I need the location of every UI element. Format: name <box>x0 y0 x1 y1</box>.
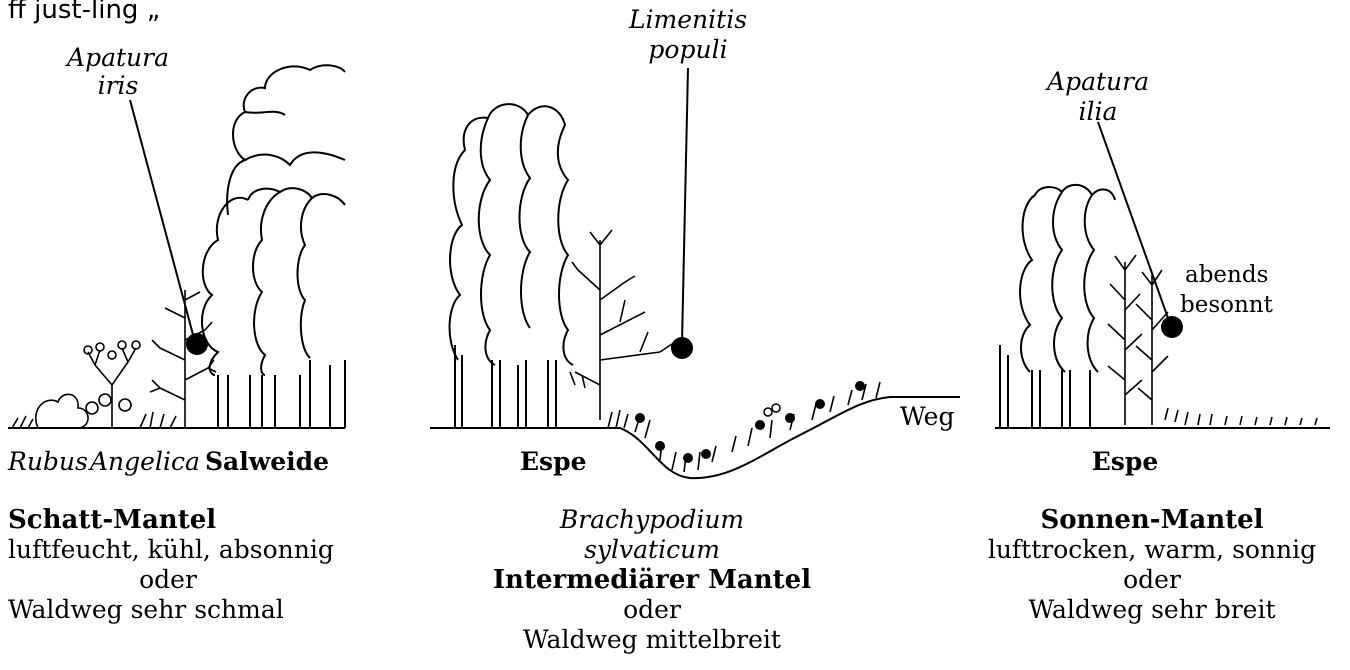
species-name-line1: Apatura <box>1045 67 1149 96</box>
mantle-description-line3: Waldweg sehr breit <box>1029 595 1276 624</box>
species-name-line2: populi <box>648 35 727 64</box>
mantle-description-line1: oder <box>623 595 681 624</box>
top-text-fragment: ff just-ling „ <box>8 0 160 25</box>
tree-trunks-right <box>1000 345 1090 428</box>
species-name-line2: ilia <box>1079 97 1118 126</box>
panel-sonnen-mantel: Apatura ilia abends besonnt Espe Sonnen-… <box>988 67 1330 624</box>
mantle-title: Schatt-Mantel <box>8 505 216 535</box>
angelica-plant <box>84 341 140 428</box>
mantle-description-line1: lufttrocken, warm, sonnig <box>988 535 1316 564</box>
tree-trunks-left <box>218 360 345 428</box>
pointer-line <box>130 100 195 342</box>
mantle-title: Sonnen-Mantel <box>1040 505 1263 535</box>
pointer-line <box>1098 122 1168 318</box>
mantle-description-line2: oder <box>139 565 197 594</box>
grass-name-line1: Brachypodium <box>559 505 744 534</box>
butterfly-location-dot <box>671 337 693 359</box>
plant-label-rubus: Rubus <box>7 447 88 476</box>
note-line2: besonnt <box>1180 292 1274 318</box>
note-line1: abends <box>1185 262 1268 288</box>
species-name-line1: Limenitis <box>628 5 747 34</box>
grass-name-line2: sylvaticum <box>584 535 720 564</box>
tree-crowns-left <box>202 65 345 375</box>
salweide-shrub <box>150 290 216 428</box>
mantle-description-line3: Waldweg sehr schmal <box>8 595 284 624</box>
mantle-description-line2: Waldweg mittelbreit <box>523 625 781 654</box>
panel-schatt-mantel: Apatura iris Rubus Angelica Salweide Sch… <box>7 43 345 624</box>
mantle-description-line1: luftfeucht, kühl, absonnig <box>8 535 334 564</box>
panel-intermediaer-mantel: Limenitis populi Weg Espe Brachypodium s… <box>430 5 960 654</box>
butterfly-location-dot <box>186 333 208 355</box>
mantle-title: Intermediärer Mantel <box>493 565 811 595</box>
path-label: Weg <box>900 402 954 431</box>
pointer-line <box>682 68 688 342</box>
rubus-bush <box>12 394 176 428</box>
mantle-description-line2: oder <box>1123 565 1181 594</box>
grass-tufts <box>608 381 880 472</box>
tree-crowns-right <box>1020 185 1115 372</box>
plant-label-salweide: Salweide <box>205 447 329 476</box>
tree-crowns-middle <box>450 104 573 365</box>
tree-label: Espe <box>1092 447 1159 476</box>
butterfly-location-dot <box>1161 316 1183 338</box>
species-name-line1: Apatura <box>65 43 169 72</box>
tree-trunks-middle <box>455 345 556 428</box>
shrub-middle <box>570 230 672 420</box>
plant-label-angelica: Angelica <box>88 447 200 476</box>
ground-line-with-ditch <box>430 397 960 478</box>
tree-label: Espe <box>520 447 587 476</box>
species-name-line2: iris <box>98 71 139 100</box>
